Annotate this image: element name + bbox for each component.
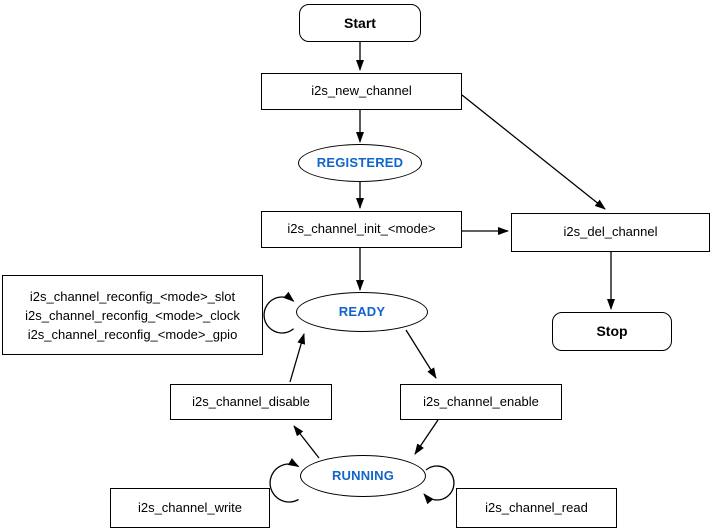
node-state-registered: REGISTERED: [298, 144, 422, 182]
edge-enable-to-running: [414, 419, 439, 455]
node-i2s-channel-read-label: i2s_channel_read: [485, 499, 588, 515]
edge-new-channel-to-del-channel: [461, 94, 606, 210]
node-i2s-channel-enable-label: i2s_channel_enable: [423, 393, 539, 409]
node-i2s-new-channel-label: i2s_new_channel: [311, 83, 412, 99]
edge-running-to-disable: [293, 425, 320, 459]
node-i2s-channel-init: i2s_channel_init_<mode>: [261, 211, 462, 248]
node-i2s-new-channel: i2s_new_channel: [261, 73, 462, 110]
node-i2s-channel-write: i2s_channel_write: [110, 488, 270, 528]
node-state-ready: READY: [296, 292, 428, 332]
edge-ready-self-loop: [263, 291, 295, 334]
node-i2s-channel-disable-label: i2s_channel_disable: [192, 393, 310, 409]
reconfig-line-clock: i2s_channel_reconfig_<mode>_clock: [25, 307, 240, 323]
node-stop-label: Stop: [596, 323, 628, 340]
node-i2s-channel-init-label: i2s_channel_init_<mode>: [287, 221, 436, 237]
node-i2s-channel-read: i2s_channel_read: [456, 488, 617, 528]
edge-running-self-loop-right: [423, 465, 455, 505]
node-state-running-label: RUNNING: [331, 467, 395, 483]
node-i2s-channel-reconfig: i2s_channel_reconfig_<mode>_slot i2s_cha…: [2, 275, 263, 355]
node-i2s-del-channel: i2s_del_channel: [511, 213, 710, 252]
node-state-registered-label: REGISTERED: [316, 154, 404, 170]
node-start-label: Start: [344, 14, 376, 31]
node-stop: Stop: [552, 312, 672, 351]
node-i2s-channel-disable: i2s_channel_disable: [170, 384, 332, 420]
node-i2s-channel-enable: i2s_channel_enable: [400, 384, 562, 420]
node-i2s-del-channel-label: i2s_del_channel: [563, 224, 658, 240]
edge-running-self-loop-left: [269, 458, 300, 503]
reconfig-line-gpio: i2s_channel_reconfig_<mode>_gpio: [27, 326, 238, 342]
node-state-running: RUNNING: [300, 455, 426, 497]
edge-ready-to-enable: [405, 329, 437, 379]
edge-disable-to-ready: [289, 333, 306, 383]
reconfig-line-slot: i2s_channel_reconfig_<mode>_slot: [29, 288, 236, 304]
node-i2s-channel-write-label: i2s_channel_write: [137, 499, 243, 515]
node-state-ready-label: READY: [338, 303, 386, 319]
node-start: Start: [299, 4, 421, 42]
